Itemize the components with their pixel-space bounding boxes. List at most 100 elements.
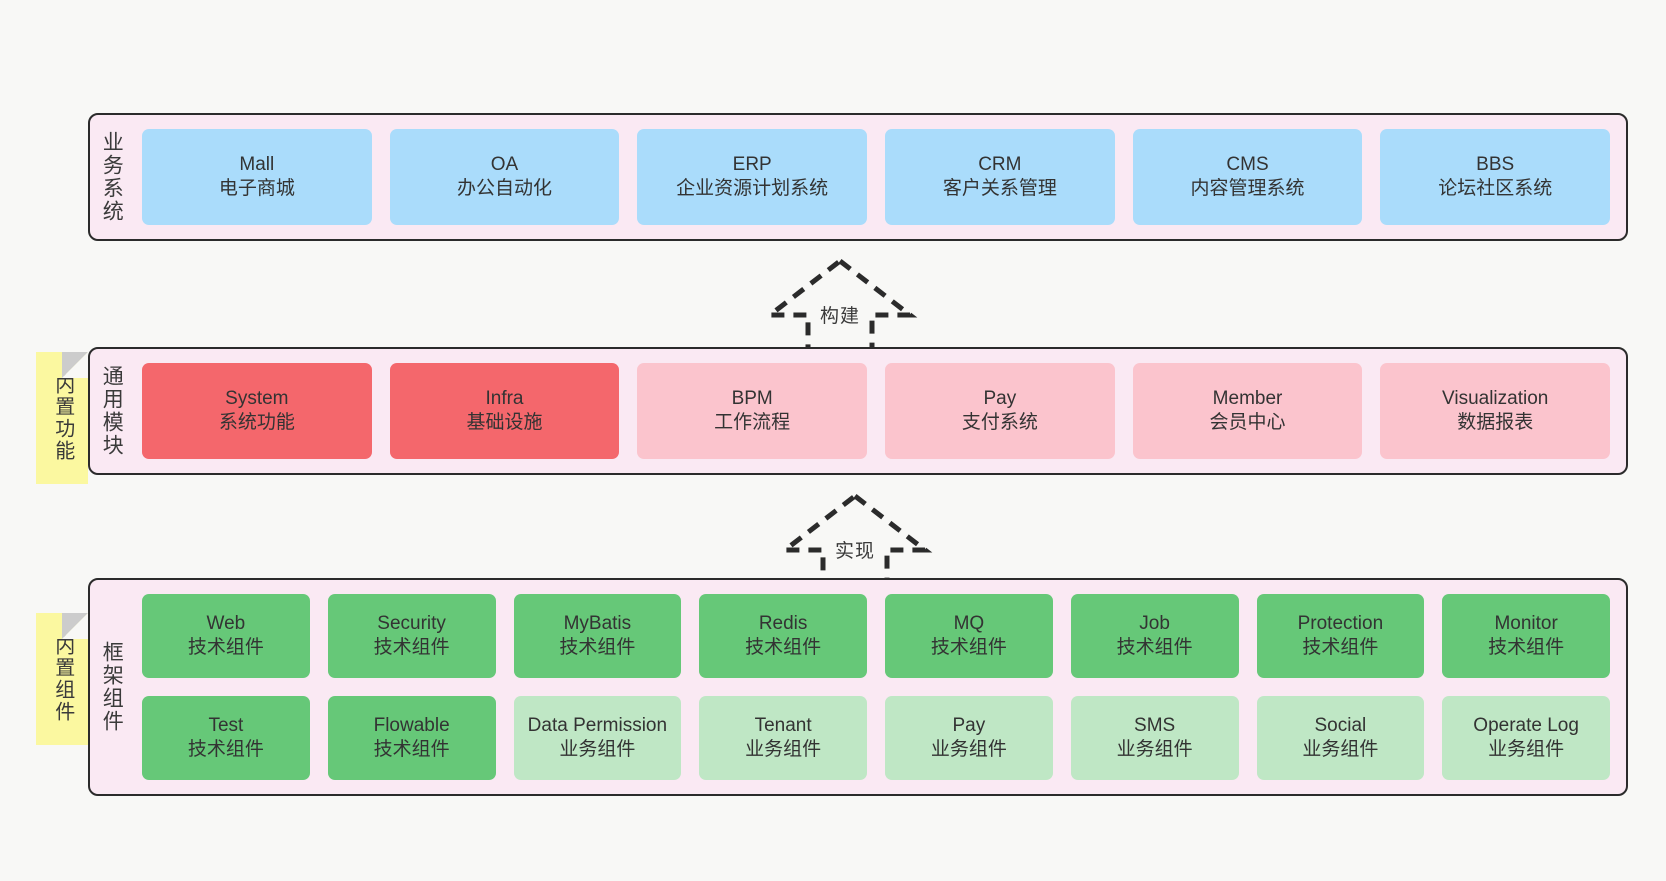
- tile-subtitle: 业务组件: [1302, 739, 1379, 760]
- tile-tenant[interactable]: Tenant 业务组件: [699, 696, 867, 780]
- tile-monitor[interactable]: Monitor 技术组件: [1442, 594, 1610, 678]
- tile-operate-log[interactable]: Operate Log 业务组件: [1442, 696, 1610, 780]
- tile-title: Operate Log: [1473, 714, 1579, 736]
- tile-crm[interactable]: CRM 客户关系管理: [885, 129, 1115, 225]
- arrow-implement: 实现: [775, 490, 935, 590]
- tile-subtitle: 办公自动化: [457, 178, 553, 199]
- tile-title: Mall: [239, 153, 275, 175]
- tile-subtitle: 支付系统: [961, 412, 1038, 433]
- tile-subtitle: 技术组件: [745, 637, 822, 658]
- tile-subtitle: 技术组件: [1302, 637, 1379, 658]
- tile-social[interactable]: Social 业务组件: [1256, 696, 1425, 780]
- tile-title: System: [225, 387, 289, 409]
- layer-common-modules-label: 通用模块: [100, 365, 124, 457]
- tile-title: Infra: [485, 387, 524, 409]
- tile-row: Test 技术组件 Flowable 技术组件 Data Permission …: [142, 696, 1610, 780]
- tile-title: Data Permission: [527, 714, 668, 736]
- tile-title: OA: [490, 153, 519, 175]
- note-builtin-features-label: 内置功能: [51, 374, 74, 462]
- layer-framework-components: 框架组件 Web 技术组件 Security 技术组件 MyBatis 技术组件…: [88, 578, 1628, 796]
- tile-subtitle: 技术组件: [1116, 637, 1193, 658]
- layer-business-systems: 业务系统 Mall 电子商城 OA 办公自动化 ERP 企业资源计划系统 CRM…: [88, 113, 1628, 241]
- tile-title: Monitor: [1494, 612, 1558, 634]
- tile-infra[interactable]: Infra 基础设施: [389, 363, 620, 459]
- tile-subtitle: 技术组件: [187, 637, 264, 658]
- tile-data-permission[interactable]: Data Permission 业务组件: [513, 696, 682, 780]
- tile-subtitle: 技术组件: [187, 739, 264, 760]
- arrow-build-icon: [762, 257, 918, 354]
- note-builtin-features: 内置功能: [36, 352, 88, 484]
- layer-business-systems-label: 业务系统: [100, 131, 124, 223]
- tile-subtitle: 工作流程: [714, 412, 791, 433]
- tile-title: Redis: [758, 612, 808, 634]
- tile-subtitle: 客户关系管理: [942, 178, 1057, 199]
- tile-test[interactable]: Test 技术组件: [142, 696, 310, 780]
- tile-subtitle: 技术组件: [930, 637, 1007, 658]
- tile-title: Flowable: [373, 714, 450, 736]
- tile-title: Visualization: [1442, 387, 1549, 409]
- layer-common-modules: 通用模块 System 系统功能 Infra 基础设施 BPM 工作流程 Pay…: [88, 347, 1628, 475]
- tile-row: System 系统功能 Infra 基础设施 BPM 工作流程 Pay 支付系统…: [142, 363, 1611, 459]
- tile-subtitle: 业务组件: [745, 739, 822, 760]
- tile-bpm[interactable]: BPM 工作流程: [637, 363, 868, 459]
- tile-member[interactable]: Member 会员中心: [1132, 363, 1363, 459]
- tile-oa[interactable]: OA 办公自动化: [389, 129, 620, 225]
- tile-subtitle: 数据报表: [1457, 412, 1534, 433]
- arrow-implement-label: 实现: [834, 541, 875, 562]
- tile-row: Web 技术组件 Security 技术组件 MyBatis 技术组件 Redi…: [142, 594, 1610, 678]
- tile-erp[interactable]: ERP 企业资源计划系统: [637, 129, 868, 225]
- tile-title: Pay: [983, 387, 1017, 409]
- tile-row: Mall 电子商城 OA 办公自动化 ERP 企业资源计划系统 CRM 客户关系…: [142, 129, 1611, 225]
- tile-bbs[interactable]: BBS 论坛社区系统: [1380, 129, 1611, 225]
- tile-visualization[interactable]: Visualization 数据报表: [1380, 363, 1611, 459]
- tile-mq[interactable]: MQ 技术组件: [885, 594, 1053, 678]
- tile-pay[interactable]: Pay 支付系统: [885, 363, 1115, 459]
- tile-redis[interactable]: Redis 技术组件: [699, 594, 867, 678]
- tile-subtitle: 系统功能: [218, 412, 295, 433]
- tile-title: Pay: [952, 714, 986, 736]
- tile-subtitle: 电子商城: [218, 178, 295, 199]
- layer-framework-components-tiles: Web 技术组件 Security 技术组件 MyBatis 技术组件 Redi…: [132, 580, 1626, 794]
- tile-title: Tenant: [754, 714, 812, 736]
- tile-title: MQ: [953, 612, 985, 634]
- tile-pay-biz[interactable]: Pay 业务组件: [885, 696, 1053, 780]
- tile-mybatis[interactable]: MyBatis 技术组件: [513, 594, 682, 678]
- tile-title: BPM: [731, 387, 773, 409]
- tile-sms[interactable]: SMS 业务组件: [1070, 696, 1239, 780]
- tile-mall[interactable]: Mall 电子商城: [142, 129, 372, 225]
- tile-title: CRM: [978, 153, 1022, 175]
- tile-job[interactable]: Job 技术组件: [1070, 594, 1239, 678]
- tile-title: ERP: [732, 153, 772, 175]
- arrow-build-label: 构建: [819, 306, 860, 327]
- tile-title: Test: [208, 714, 244, 736]
- tile-subtitle: 会员中心: [1209, 412, 1286, 433]
- tile-title: Social: [1314, 714, 1367, 736]
- layer-business-systems-tiles: Mall 电子商城 OA 办公自动化 ERP 企业资源计划系统 CRM 客户关系…: [132, 115, 1626, 239]
- tile-subtitle: 业务组件: [559, 739, 636, 760]
- tile-subtitle: 业务组件: [1116, 739, 1193, 760]
- tile-subtitle: 内容管理系统: [1190, 178, 1305, 199]
- tile-subtitle: 技术组件: [559, 637, 636, 658]
- tile-title: SMS: [1134, 714, 1176, 736]
- tile-protection[interactable]: Protection 技术组件: [1256, 594, 1425, 678]
- tile-flowable[interactable]: Flowable 技术组件: [327, 696, 496, 780]
- tile-title: MyBatis: [563, 612, 632, 634]
- tile-title: Job: [1139, 612, 1170, 634]
- tile-cms[interactable]: CMS 内容管理系统: [1132, 129, 1363, 225]
- tile-system[interactable]: System 系统功能: [142, 363, 372, 459]
- tile-subtitle: 论坛社区系统: [1438, 178, 1553, 199]
- tile-security[interactable]: Security 技术组件: [327, 594, 496, 678]
- tile-web[interactable]: Web 技术组件: [142, 594, 310, 678]
- tile-subtitle: 业务组件: [930, 739, 1007, 760]
- tile-title: Security: [377, 612, 446, 634]
- note-builtin-components-label: 内置组件: [51, 635, 74, 723]
- tile-title: CMS: [1226, 153, 1269, 175]
- tile-title: BBS: [1476, 153, 1515, 175]
- tile-title: Protection: [1297, 612, 1384, 634]
- arrow-build: 构建: [760, 255, 920, 355]
- tile-subtitle: 业务组件: [1488, 739, 1565, 760]
- tile-subtitle: 企业资源计划系统: [676, 178, 829, 199]
- tile-subtitle: 技术组件: [373, 739, 450, 760]
- layer-framework-components-label: 框架组件: [100, 641, 124, 733]
